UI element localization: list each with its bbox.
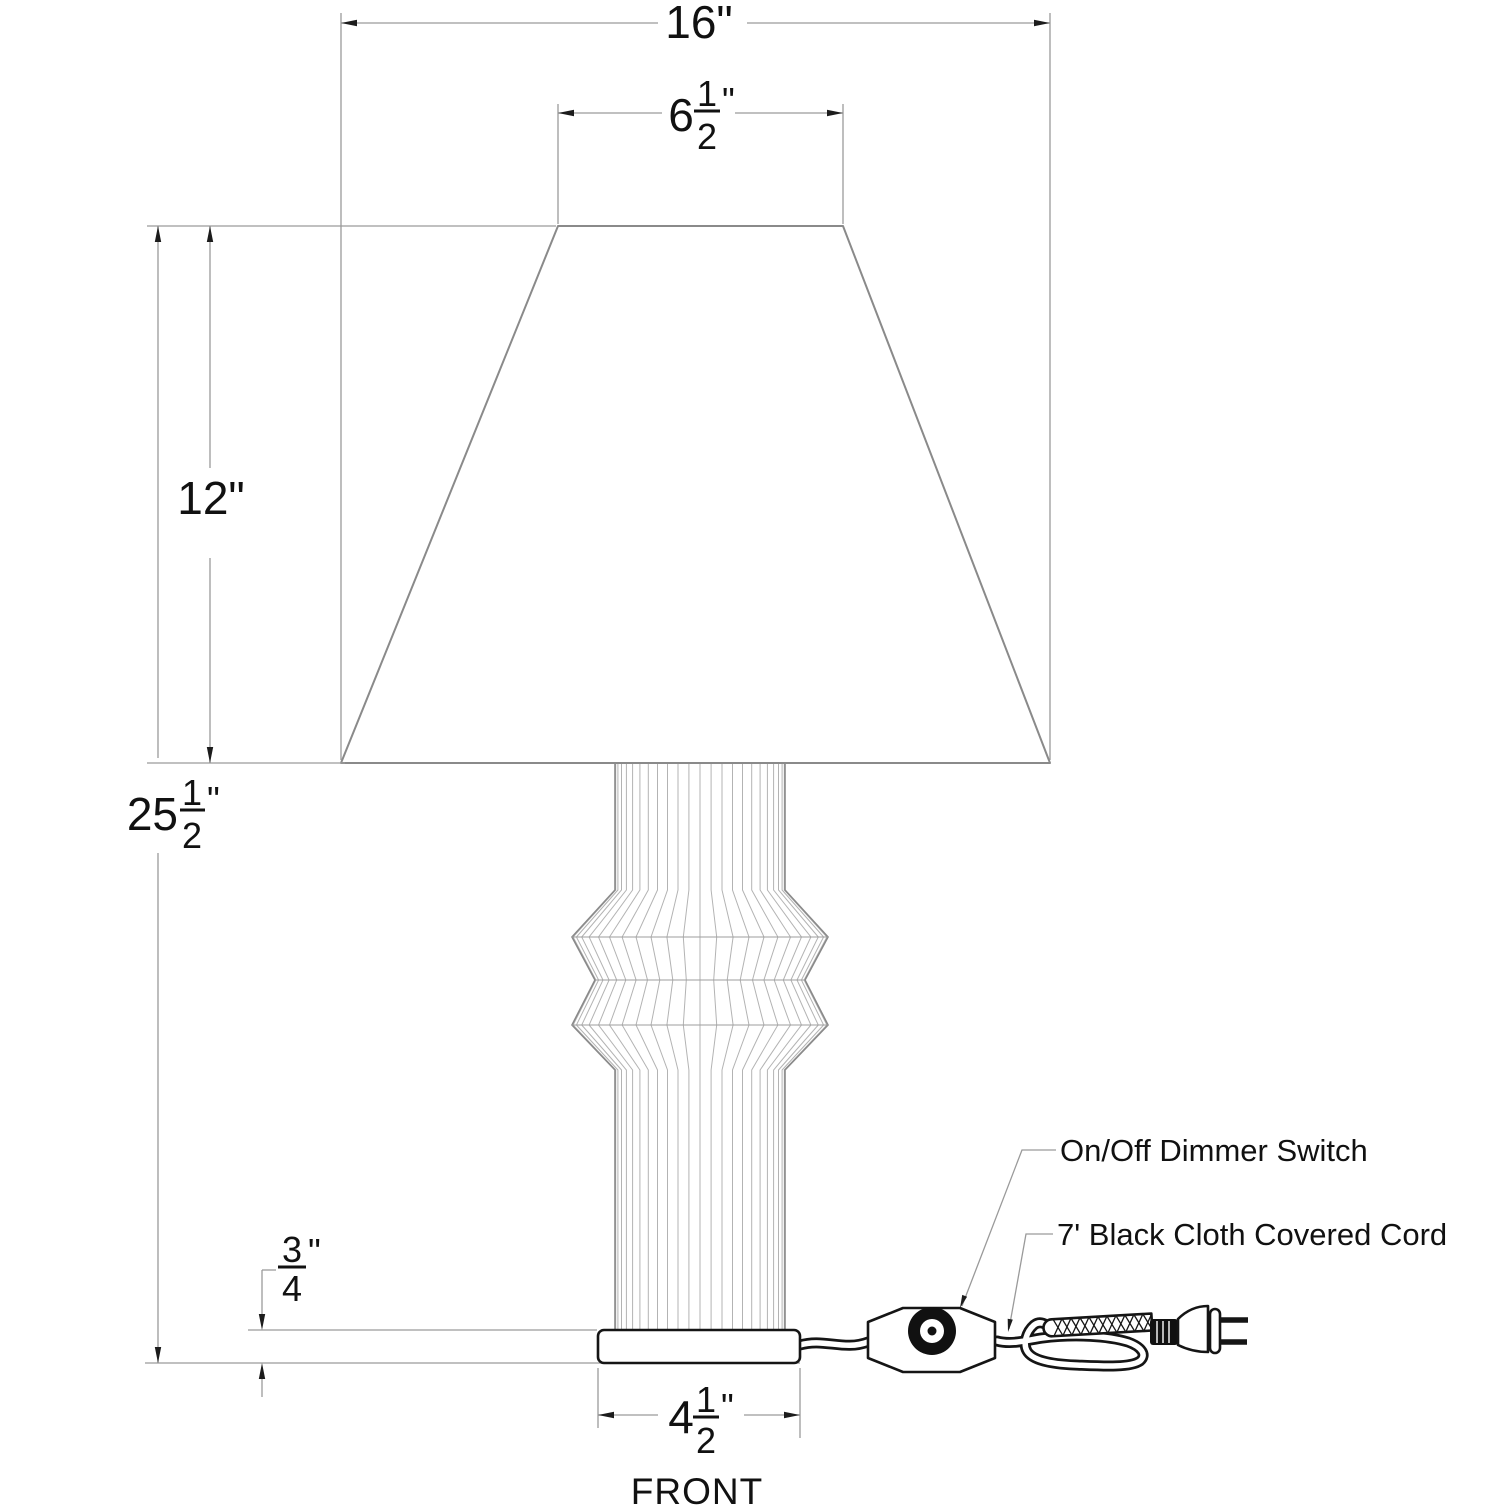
dimension-text-unit: " (308, 1231, 321, 1272)
body-rib-line (682, 763, 690, 1330)
dimension-base-height: 3 4 " (248, 1229, 597, 1397)
view-label: FRONT (631, 1471, 763, 1512)
cord-braided-section (1042, 1312, 1154, 1338)
dimension-shade-top-width: 6 1 2 " (557, 73, 844, 224)
lamp-body-left-outline (571, 763, 616, 1330)
body-rib-line (721, 763, 734, 1330)
dimmer-knob-center (927, 1326, 937, 1336)
arrowhead (154, 1347, 162, 1363)
body-rib-line (781, 763, 825, 1330)
dimension-text-denominator: 4 (282, 1268, 302, 1309)
body-rib-line (710, 763, 718, 1330)
arrowhead (258, 1363, 266, 1379)
body-rib-line (635, 763, 658, 1330)
braid-hatch-line (1062, 1318, 1072, 1335)
lamp-body-right-outline (784, 763, 829, 1330)
leader-line (1008, 1233, 1053, 1330)
body-rib-line (759, 763, 792, 1330)
arrowhead (1034, 19, 1050, 27)
dimension-base-width: 4 1 2 " (597, 1368, 801, 1461)
cord-braid-hatch (1053, 1314, 1153, 1336)
dimension-text-unit: " (721, 1386, 734, 1427)
dimension-shade-height: 12" (147, 225, 556, 764)
arrowhead (154, 226, 162, 242)
braid-hatch-line (1089, 1317, 1099, 1334)
dimension-text-numerator: 1 (697, 73, 717, 114)
arrowhead (1007, 1318, 1013, 1332)
body-rib-line (608, 763, 641, 1330)
body-rib-line (783, 763, 828, 1330)
plug-face-plate (1208, 1307, 1222, 1355)
lamp-body-ribs (572, 763, 828, 1330)
body-rib-line (666, 763, 679, 1330)
arrowhead (558, 109, 574, 117)
braid-hatch-line (1071, 1318, 1081, 1335)
braid-hatch-line (1053, 1319, 1063, 1336)
arrowhead (960, 1294, 968, 1308)
arrowhead (206, 226, 214, 242)
braid-hatch-line (1080, 1317, 1090, 1334)
braid-hatch-line (1107, 1316, 1117, 1333)
body-rib-line (575, 763, 619, 1330)
body-rib-line (650, 763, 668, 1330)
dimension-text-16: 16" (665, 0, 733, 48)
body-rib-line (742, 763, 765, 1330)
callout-dimmer-switch: On/Off Dimmer Switch (960, 1133, 1368, 1308)
braid-hatch-line (1143, 1314, 1152, 1331)
arrowhead (258, 1314, 266, 1330)
braid-hatch-line (1125, 1315, 1135, 1332)
cord-base-to-switch-inner (797, 1339, 871, 1348)
lamp-body (571, 763, 829, 1330)
dimension-text-whole: 6 (668, 89, 694, 141)
braid-hatch-line (1098, 1316, 1108, 1333)
arrowhead (341, 19, 357, 27)
braid-hatch-line (1116, 1315, 1126, 1332)
plug-neck-ribbed (1150, 1319, 1178, 1345)
arrowhead (206, 747, 214, 763)
dimension-text-denominator: 2 (182, 815, 202, 856)
lamp-base (596, 1328, 802, 1365)
dimension-text-12: 12" (177, 472, 245, 524)
arrowhead (598, 1411, 614, 1419)
dimension-text-numerator: 1 (182, 772, 202, 813)
dimension-text-denominator: 2 (696, 1420, 716, 1461)
dimension-text-denominator: 2 (697, 116, 717, 157)
lamp-shade (340, 225, 1051, 764)
dimension-text-numerator: 3 (282, 1229, 302, 1270)
callout-text-dimmer: On/Off Dimmer Switch (1060, 1133, 1368, 1168)
dimension-text-whole: 4 (668, 1391, 694, 1443)
dimension-overall-height: 25 1 2 " (127, 226, 220, 1363)
body-rib-line (572, 763, 617, 1330)
dimension-text-whole: 25 (127, 788, 178, 840)
dimension-text-unit: " (722, 80, 735, 121)
leader-line (961, 1149, 1056, 1307)
dimension-text-unit: " (207, 779, 220, 820)
plug-body (1176, 1304, 1210, 1354)
callout-text-cord: 7' Black Cloth Covered Cord (1057, 1217, 1447, 1252)
body-rib-line (732, 763, 750, 1330)
braid-hatch-line (1134, 1314, 1144, 1331)
dimmer-switch (866, 1306, 997, 1374)
dimension-shade-bottom-width: 16 " (340, 0, 1051, 760)
body-rib-line (773, 763, 812, 1330)
body-rib-line (588, 763, 627, 1330)
callout-cord: 7' Black Cloth Covered Cord (1007, 1217, 1447, 1332)
arrowhead (784, 1411, 800, 1419)
arrowhead (827, 109, 843, 117)
dimension-text-numerator: 1 (696, 1379, 716, 1420)
power-plug (1150, 1304, 1248, 1355)
